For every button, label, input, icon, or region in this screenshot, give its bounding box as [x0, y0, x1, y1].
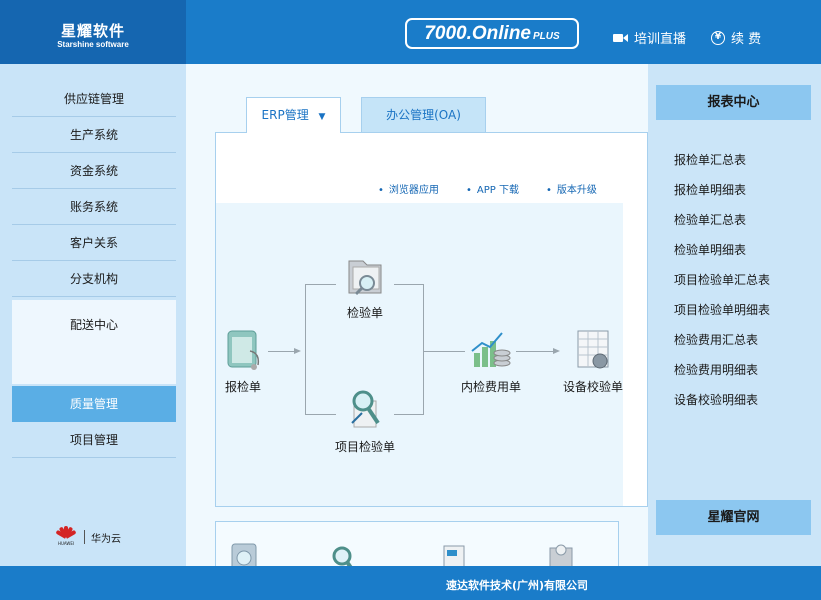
flow-connector	[305, 414, 336, 415]
video-camera-icon	[613, 33, 628, 43]
report-link[interactable]: 项目检验单明细表	[674, 303, 771, 317]
renew-link[interactable]: ¥ 续 费	[711, 28, 761, 47]
partner-label: 华为云	[91, 533, 121, 545]
report-link[interactable]: 设备校验明细表	[674, 393, 759, 407]
folder-magnifier-icon	[348, 260, 382, 296]
training-live-link[interactable]: 培训直播	[613, 28, 686, 47]
magnifier-icon[interactable]	[326, 542, 360, 566]
flow-node-inspection-request[interactable]: 报检单	[218, 327, 268, 395]
magnifier-pen-icon	[351, 390, 380, 428]
product-suffix: PLUS	[533, 31, 560, 42]
logo-title: 星耀软件	[60, 22, 125, 40]
flow-node-project-inspection[interactable]: 项目检验单	[331, 387, 399, 455]
flow-connector	[305, 284, 336, 285]
sidebar-item-accounting[interactable]: 账务系统	[12, 189, 176, 225]
yen-icon: ¥	[711, 30, 725, 45]
document-icon[interactable]	[438, 542, 472, 566]
flow-connector	[516, 351, 554, 352]
browser-app-link[interactable]: 浏览器应用	[378, 181, 439, 196]
app-download-link[interactable]: APP 下载	[466, 181, 519, 196]
flow-connector	[423, 351, 465, 352]
arrow-head	[294, 348, 301, 354]
flow-node-equipment-calibration[interactable]: 设备校验单	[560, 327, 626, 395]
version-upgrade-link[interactable]: 版本升级	[546, 181, 597, 196]
erp-panel: 浏览器应用 APP 下载 版本升级	[215, 132, 648, 507]
flow-connector	[305, 284, 306, 414]
clipboard-icon	[227, 330, 260, 370]
sidebar-item-delivery[interactable]: 配送中心	[12, 300, 176, 384]
flow-connector	[394, 284, 424, 285]
footer: 速达软件技术(广州)有限公司	[0, 566, 821, 600]
sidebar-item-supply-chain[interactable]: 供应链管理	[12, 81, 176, 117]
right-sidebar: 报表中心 报检单汇总表 报检单明细表 检验单汇总表 检验单明细表 项目检验单汇总…	[648, 64, 821, 566]
flow-connector	[268, 351, 295, 352]
report-link[interactable]: 检验单汇总表	[674, 213, 747, 227]
renew-label: 续 费	[731, 32, 762, 47]
tab-erp[interactable]: ERP管理 ▼	[246, 97, 341, 133]
tab-oa[interactable]: 办公管理(OA)	[361, 97, 486, 132]
coins-chart-icon	[471, 332, 511, 367]
node-label: 报检单	[224, 380, 261, 394]
sidebar-item-funds[interactable]: 资金系统	[12, 153, 176, 189]
report-link[interactable]: 检验费用明细表	[674, 363, 759, 377]
tab-oa-label: 办公管理(OA)	[386, 108, 461, 122]
sidebar-item-branches[interactable]: 分支机构	[12, 261, 176, 297]
company-logo: 星耀软件 Starshine software	[0, 0, 186, 64]
flow-connector	[394, 414, 424, 415]
sidebar-item-projects[interactable]: 项目管理	[12, 422, 176, 458]
product-name: 7000.Online	[424, 23, 531, 44]
report-center-header: 报表中心	[656, 85, 811, 120]
report-link[interactable]: 项目检验单汇总表	[674, 273, 771, 287]
huawei-logo-icon: HUAWEI	[54, 526, 78, 548]
official-site-button[interactable]: 星耀官网	[656, 500, 811, 535]
huawei-logo-text: HUAWEI	[57, 541, 75, 546]
secondary-panel	[215, 521, 619, 566]
node-label: 检验单	[346, 306, 383, 320]
arrow-head	[553, 348, 560, 354]
equipment-icon[interactable]	[544, 540, 578, 566]
footer-company: 速达软件技术(广州)有限公司	[446, 579, 589, 592]
main-content: ERP管理 ▼ 办公管理(OA) 浏览器应用 APP 下载 版本升级	[186, 64, 648, 566]
report-link[interactable]: 检验单明细表	[674, 243, 747, 257]
spreadsheet-icon	[577, 330, 609, 369]
sidebar-item-production[interactable]: 生产系统	[12, 117, 176, 153]
clipboard-icon[interactable]	[228, 542, 262, 566]
flow-connector	[423, 284, 424, 415]
report-link[interactable]: 报检单汇总表	[674, 153, 747, 167]
flow-node-internal-fee[interactable]: 内检费用单	[458, 327, 524, 395]
node-label: 项目检验单	[334, 440, 395, 454]
flow-node-inspection[interactable]: 检验单	[331, 253, 399, 321]
training-live-label: 培训直播	[634, 32, 687, 47]
caret-down-icon: ▼	[318, 112, 326, 122]
sidebar-item-crm[interactable]: 客户关系	[12, 225, 176, 261]
left-sidebar: 供应链管理 生产系统 资金系统 账务系统 客户关系 分支机构 配送中心 质量管理…	[0, 64, 186, 566]
flow-diagram: 报检单 检验单 项目检验单	[216, 203, 623, 506]
logo-subtitle: Starshine software	[57, 40, 129, 49]
report-link[interactable]: 报检单明细表	[674, 183, 747, 197]
huawei-cloud-partner[interactable]: HUAWEI 华为云	[54, 526, 121, 548]
tab-erp-label: ERP管理	[261, 108, 309, 122]
divider	[84, 530, 85, 544]
report-link[interactable]: 检验费用汇总表	[674, 333, 759, 347]
node-label: 内检费用单	[460, 380, 521, 394]
node-label: 设备校验单	[562, 380, 623, 394]
sidebar-item-quality[interactable]: 质量管理	[12, 386, 176, 422]
